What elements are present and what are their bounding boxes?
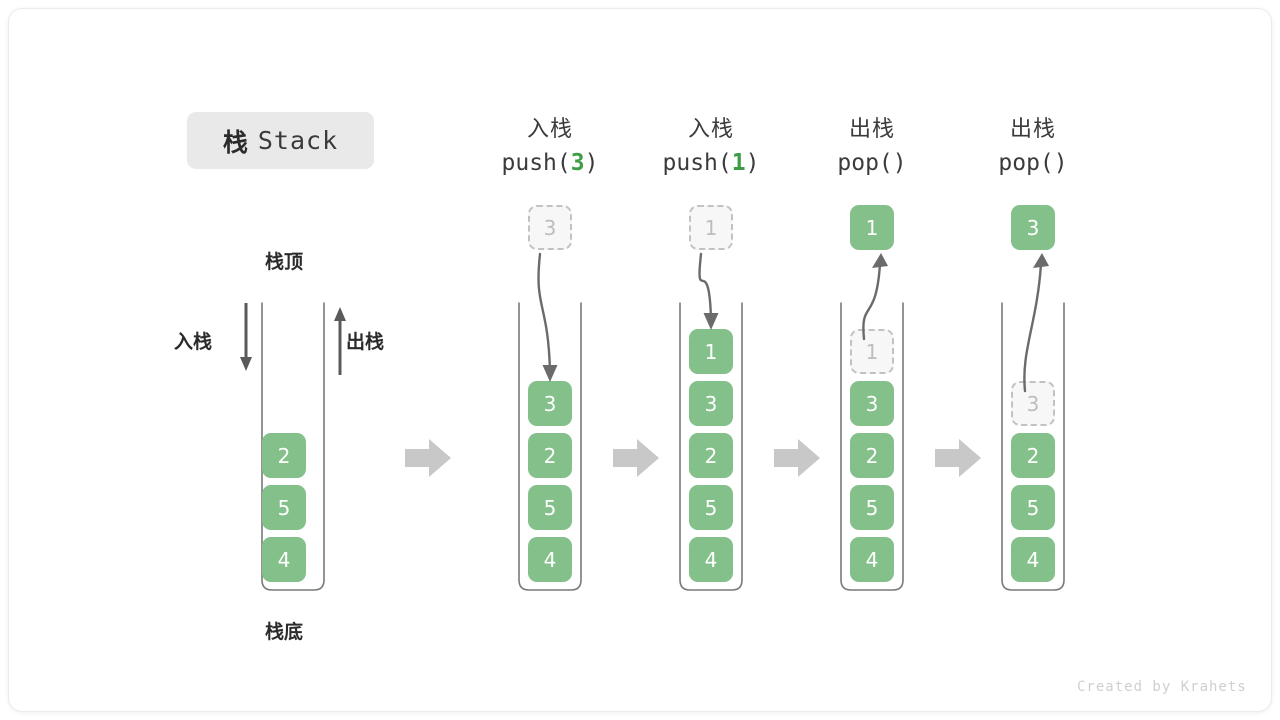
step-heading-pop-1: 出栈 pop() — [772, 116, 972, 178]
step-heading-code: pop() — [837, 149, 907, 176]
step-heading-arg: 1 — [731, 149, 746, 176]
separator-arrow-right-icon-0 — [405, 439, 451, 477]
stack-cell: 5 — [528, 485, 572, 530]
stack-cell: 3 — [528, 381, 572, 426]
incoming-value-box: 1 — [689, 205, 733, 250]
stack-cell: 1 — [689, 329, 733, 374]
stack-cell: 3 — [689, 381, 733, 426]
stack-cell: 2 — [528, 433, 572, 478]
title-chip: 栈 Stack — [187, 112, 374, 169]
stack-cell-ghost: 1 — [850, 329, 894, 374]
separator-arrow-right-icon-2 — [774, 439, 820, 477]
popped-value-box: 1 — [850, 205, 894, 250]
step-heading-pop-3: 出栈 pop() — [933, 116, 1133, 178]
stack-cell: 4 — [689, 537, 733, 582]
stack-cell: 2 — [1011, 433, 1055, 478]
title-cn: 栈 — [222, 127, 248, 157]
stack-cell: 2 — [850, 433, 894, 478]
incoming-value-box: 3 — [528, 205, 572, 250]
stack-container-pop-3 — [1001, 302, 1065, 591]
stack-container-pop-1 — [840, 302, 904, 591]
stack-cell: 5 — [1011, 485, 1055, 530]
stack-cell: 5 — [850, 485, 894, 530]
stack-cell-ghost: 3 — [1011, 381, 1055, 426]
step-heading-arg: 3 — [570, 149, 585, 176]
base-stack-cell: 2 — [262, 433, 306, 478]
step-heading-cn: 入栈 — [526, 117, 573, 142]
step-heading-cn: 出栈 — [848, 117, 895, 142]
diagram-stage: 栈 Stack 栈顶 栈底 入栈 出栈 2 5 4 — [9, 9, 1271, 711]
step-heading-code: push(3) — [501, 149, 599, 176]
title-en: Stack — [257, 126, 339, 155]
step-heading-push-1: 入栈 push(1) — [611, 116, 811, 178]
step-heading-code: pop() — [998, 149, 1068, 176]
step-heading-code: push(1) — [662, 149, 760, 176]
stack-cell: 4 — [528, 537, 572, 582]
stack-cell: 2 — [689, 433, 733, 478]
stack-top-label: 栈顶 — [264, 251, 303, 273]
credit-text: Created by Krahets — [1077, 679, 1247, 695]
pop-direction-arrow-icon — [334, 307, 346, 375]
stack-cell: 5 — [689, 485, 733, 530]
stack-container-push-1 — [679, 302, 743, 591]
step-heading-cn: 入栈 — [687, 117, 734, 142]
stack-container-push-3 — [518, 302, 582, 591]
stack-bottom-label: 栈底 — [264, 621, 303, 643]
base-stack-container — [261, 302, 325, 591]
base-stack-cell: 5 — [262, 485, 306, 530]
separator-arrow-right-icon-3 — [935, 439, 981, 477]
diagram-card: 栈 Stack 栈顶 栈底 入栈 出栈 2 5 4 — [8, 8, 1272, 712]
step-heading-push-3: 入栈 push(3) — [450, 116, 650, 178]
popped-value-box: 3 — [1011, 205, 1055, 250]
separator-arrow-right-icon-1 — [613, 439, 659, 477]
pop-side-label: 出栈 — [346, 331, 385, 353]
stack-cell: 4 — [850, 537, 894, 582]
push-direction-arrow-icon — [240, 303, 252, 371]
base-stack-cell: 4 — [262, 537, 306, 582]
stack-cell: 3 — [850, 381, 894, 426]
step-heading-cn: 出栈 — [1009, 117, 1056, 142]
push-side-label: 入栈 — [174, 331, 213, 353]
stack-cell: 4 — [1011, 537, 1055, 582]
